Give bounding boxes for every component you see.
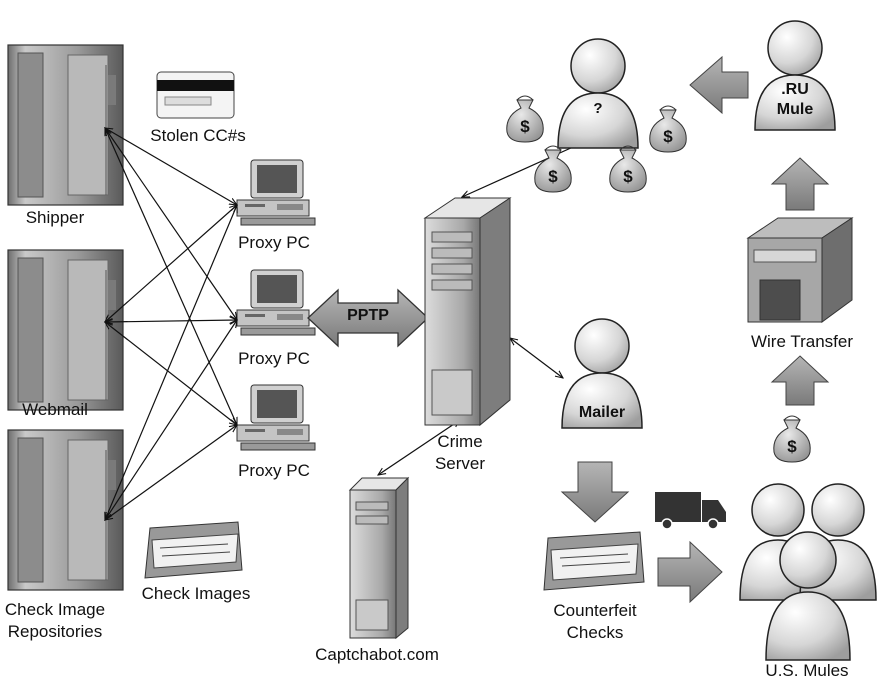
crime-server-label-line2: Server	[434, 454, 486, 473]
webmail-server-icon	[7, 249, 124, 411]
check-tray-icon	[144, 521, 243, 579]
connection-lines	[105, 128, 593, 520]
proxy-pc-icon	[236, 384, 316, 451]
dollar-sign: $	[548, 167, 558, 186]
dollar-sign: $	[787, 437, 797, 456]
truck-icon	[655, 492, 726, 530]
check-repository-server-icon	[7, 429, 124, 591]
arrow-icon	[689, 55, 749, 115]
wire-transfer-label: Wire Transfer	[750, 332, 854, 351]
webmail-label: Webmail	[22, 400, 88, 419]
unknown-person-label: ?	[593, 100, 603, 117]
mailer-label: Mailer	[578, 404, 626, 421]
shipper-label: Shipper	[25, 208, 85, 227]
crime-server-label-line1: Crime	[437, 432, 483, 451]
proxy-pc-icon	[236, 159, 316, 226]
mule-group-icon	[739, 483, 877, 661]
proxy-pc-icon	[236, 269, 316, 336]
person-icon	[557, 38, 639, 149]
arrow-icon	[560, 461, 630, 523]
captchabot-server-icon	[348, 476, 410, 640]
counterfeit-checks-label-line2: Checks	[566, 623, 624, 642]
arrow-icon	[770, 157, 830, 211]
bank-building-icon	[746, 217, 854, 323]
check-tray-icon	[543, 531, 645, 591]
check-image-repositories-label-line1: Check Image	[4, 600, 106, 619]
check-images-label: Check Images	[141, 584, 251, 603]
shipper-server-icon	[7, 44, 124, 206]
counterfeit-checks-label-line1: Counterfeit	[553, 601, 637, 620]
dollar-sign: $	[623, 167, 633, 186]
dollar-sign: $	[520, 117, 530, 136]
us-mules-label: U.S. Mules	[765, 661, 849, 680]
proxy-pc-label: Proxy PC	[238, 461, 310, 480]
pptp-label: PPTP	[347, 307, 389, 324]
credit-card-icon	[156, 71, 235, 119]
captchabot-label: Captchabot.com	[315, 645, 439, 664]
check-image-repositories-label-line2: Repositories	[7, 622, 103, 641]
stolen-cc-label: Stolen CC#s	[150, 126, 246, 145]
arrow-icon	[657, 540, 723, 604]
dollar-sign: $	[663, 127, 673, 146]
proxy-pc-label: Proxy PC	[238, 349, 310, 368]
arrow-icon	[770, 355, 830, 406]
ru-mule-label-line1: .RU	[781, 81, 809, 98]
ru-mule-label-line2: Mule	[776, 101, 814, 118]
proxy-pc-label: Proxy PC	[238, 233, 310, 252]
crime-server-icon	[423, 197, 512, 427]
